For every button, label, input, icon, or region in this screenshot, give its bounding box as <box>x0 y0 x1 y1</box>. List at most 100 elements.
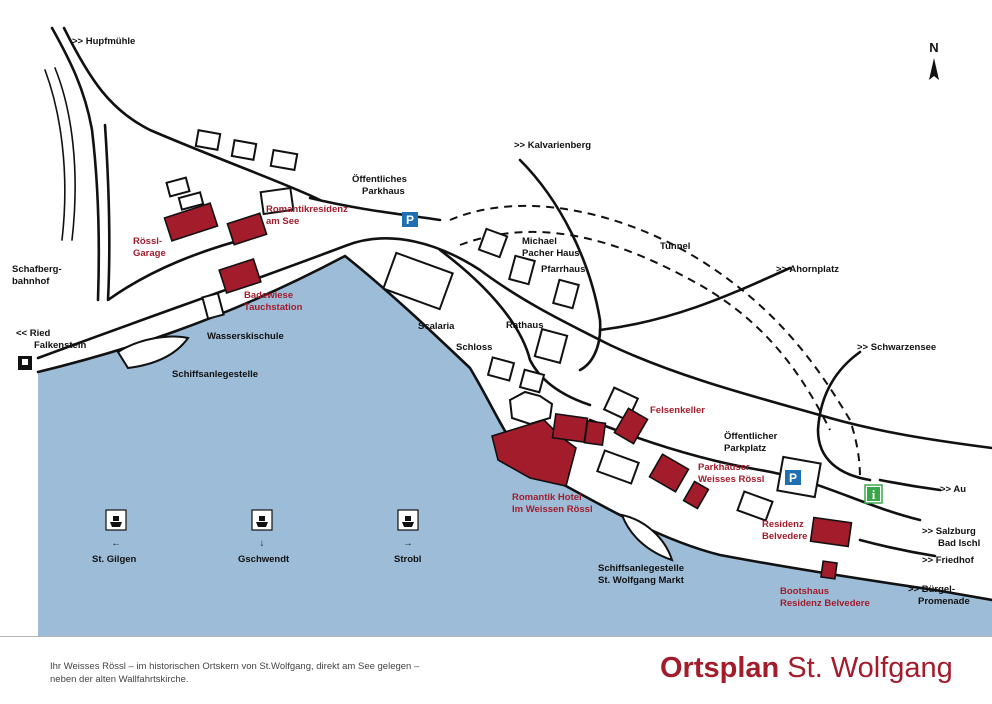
label-michael-2: Pacher Haus <box>522 248 580 259</box>
hotel-residenz-belvedere <box>809 516 853 548</box>
page-title-rest: St. Wolfgang <box>779 652 953 684</box>
building-schloss-1 <box>486 356 516 382</box>
label-scalaria: Scalaria <box>418 321 455 332</box>
footer-description-line-1: Ihr Weisses Rössl – im historischen Orts… <box>50 661 420 672</box>
ferry-icon-st-gilgen <box>105 509 127 531</box>
hotel-parkhaeuser-2 <box>682 480 710 510</box>
parking-icon-parkhaus: P <box>402 212 418 227</box>
label-schwarzensee: >> Schwarzensee <box>857 342 936 353</box>
label-hupfmuehle: >> Hupfmühle <box>72 36 135 47</box>
label-salzburg-1: >> Salzburg <box>922 526 976 537</box>
building-row-2 <box>230 139 258 161</box>
footer-description-line-2: neben der alten Wallfahrtskirche. <box>50 674 189 685</box>
label-parkhaeuser-1: Parkhäuser <box>698 462 750 473</box>
svg-text:i: i <box>872 487 876 502</box>
hotel-romantikresidenz <box>226 212 268 246</box>
shore-road-lake-edge <box>36 254 992 602</box>
info-icon: i <box>864 484 883 504</box>
lake <box>38 256 992 636</box>
railway <box>44 69 66 241</box>
label-oeffentlicher-1: Öffentlicher <box>724 431 778 442</box>
svg-text:P: P <box>406 213 414 227</box>
road-schwarzensee <box>816 350 872 482</box>
town-map: P P i ← ↓ → N >> Hupfmühle >> Kalvarienb… <box>12 26 992 636</box>
building-scalaria <box>382 251 454 311</box>
road-friedhof <box>858 538 937 558</box>
hotel-building-schloss-2 <box>583 419 607 447</box>
svg-text:P: P <box>789 471 797 485</box>
svg-text:N: N <box>929 40 938 55</box>
boat-markt <box>620 513 674 562</box>
label-salzburg-2: Bad Ischl <box>938 538 980 549</box>
boat-wasserskischule <box>116 335 190 370</box>
hotel-building-schloss <box>551 412 589 444</box>
label-romantikresidenz-1: Romantikresidenz <box>266 204 348 215</box>
label-romantikresidenz-2: am See <box>266 216 299 227</box>
label-oeffentliches-1: Öffentliches <box>352 174 407 185</box>
label-au: >> Au <box>940 484 966 495</box>
tunnel-lower <box>459 230 831 431</box>
label-roessl-garage-1: Rössl- <box>133 236 162 247</box>
label-friedhof: >> Friedhof <box>922 555 975 566</box>
label-wasserskischule: Wasserskischule <box>207 331 284 342</box>
road-hupfmuehle-east <box>62 26 322 202</box>
page-title: Ortsplan St. Wolfgang <box>660 652 953 685</box>
label-oeffentlicher-2: Parkplatz <box>724 443 766 454</box>
road-hupfmuehle <box>50 26 101 302</box>
parking-icon-parkplatz: P <box>785 470 801 485</box>
building-small-1 <box>165 176 191 198</box>
label-tunnel: Tunnel <box>660 241 690 252</box>
label-badewiese-2: Tauchstation <box>244 302 303 313</box>
hotel-felsenkeller <box>613 407 649 445</box>
label-strobl: Strobl <box>394 554 421 565</box>
building-row-1 <box>194 129 222 151</box>
building-pfarrhaus-2 <box>552 278 580 310</box>
label-oeffentliches-2: Parkhaus <box>362 186 405 197</box>
building-row-3 <box>269 148 299 172</box>
railway-2 <box>54 67 76 241</box>
label-kalvarienberg: >> Kalvarienberg <box>514 140 591 151</box>
road-ahornplatz <box>598 266 792 332</box>
label-roessl-garage-2: Garage <box>133 248 166 259</box>
road-au <box>878 478 942 492</box>
ferry-arrow-down: ↓ <box>260 538 265 549</box>
label-rathaus: Rathaus <box>506 320 543 331</box>
ferry-icon-gschwendt <box>251 509 273 531</box>
road-parkhaus <box>308 196 442 222</box>
road-kalvarienberg <box>518 158 602 372</box>
label-buergel-2: Promenade <box>918 596 970 607</box>
road-lower-town <box>588 418 922 522</box>
hotel-bootshaus <box>820 560 838 580</box>
label-schloss: Schloss <box>456 342 492 353</box>
label-schiffsanlegestelle-markt-1: Schiffsanlegestelle <box>598 563 684 574</box>
bus-icon <box>18 356 32 370</box>
hotel-roessl-garage <box>163 202 219 242</box>
hotel-badewiese <box>218 258 262 294</box>
label-schafberg-2: bahnhof <box>12 276 50 287</box>
label-gschwendt: Gschwendt <box>238 554 290 565</box>
label-schiffsanlegestelle: Schiffsanlegestelle <box>172 369 258 380</box>
building-michael-pacher <box>477 227 509 259</box>
label-schafberg-1: Schafberg- <box>12 264 62 275</box>
label-bootshaus-1: Bootshaus <box>780 586 829 597</box>
north-arrow-icon: N <box>929 40 939 80</box>
church <box>508 390 554 426</box>
label-romantik-hotel-2: Im Weissen Rössl <box>512 504 593 515</box>
label-ried-1: << Ried <box>16 328 51 339</box>
label-residenz-belvedere-1: Residenz <box>762 519 804 530</box>
building-small-2 <box>177 191 205 211</box>
building-lower-1 <box>596 449 640 485</box>
pier-wasserskischule <box>201 292 225 320</box>
ferry-icon-strobl <box>397 509 419 531</box>
building-pfarrhaus <box>508 254 536 286</box>
label-bootshaus-2: Residenz Belvedere <box>780 598 870 609</box>
label-romantik-hotel-1: Romantik Hotel <box>512 492 582 503</box>
label-felsenkeller: Felsenkeller <box>650 405 705 416</box>
label-residenz-belvedere-2: Belvedere <box>762 531 807 542</box>
building-rathaus <box>533 327 569 365</box>
label-ahornplatz: >> Ahornplatz <box>776 264 839 275</box>
label-badewiese-1: Badewiese <box>244 290 293 301</box>
ferry-arrow-right: → <box>403 538 413 549</box>
building-schloss-2 <box>518 368 546 394</box>
road-west-loop <box>103 123 262 302</box>
